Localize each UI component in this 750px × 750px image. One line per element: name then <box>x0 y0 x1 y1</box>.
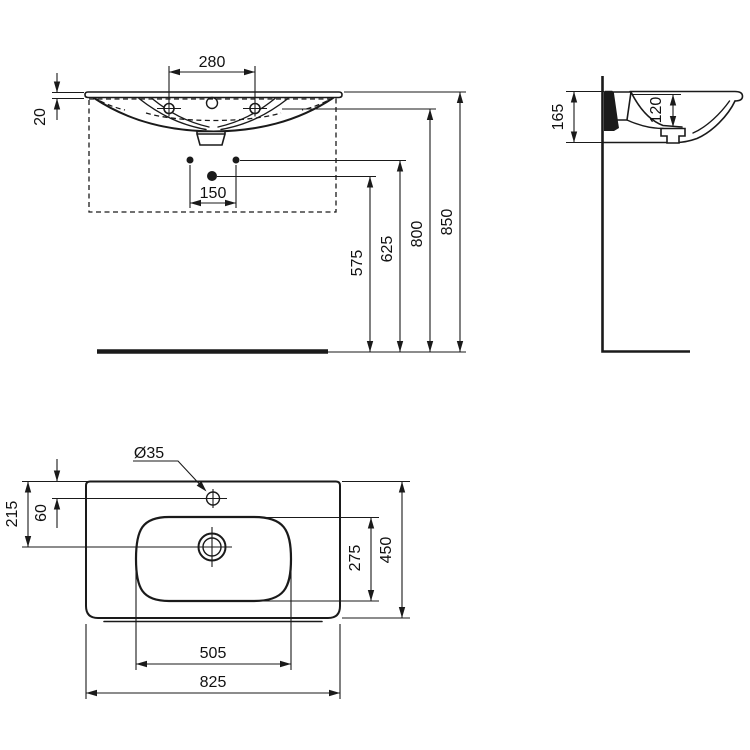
plan-view: Ø35 215 60 275 <box>4 445 410 699</box>
bowl-outer-silhouette <box>93 97 334 133</box>
dimension-tap-spacing: 280 <box>168 54 256 101</box>
tap-hole-left-symbol <box>157 101 181 117</box>
bowl-wall-left-inner <box>151 97 210 128</box>
tap-hole-right-symbol <box>243 101 267 117</box>
basin-rim-front <box>84 91 343 99</box>
waste-trap-point <box>207 171 217 181</box>
dim-275-label: 275 <box>347 545 364 572</box>
dimension-trap-height: 575 <box>217 175 376 352</box>
rim-deck-front <box>629 90 744 102</box>
bowl-plan-outline <box>134 515 293 603</box>
back-wall-section <box>604 91 619 131</box>
side-section-view: 165 120 <box>550 76 744 353</box>
dimension-outlet-height: 625 <box>240 159 406 352</box>
dim-120-label: 120 <box>648 97 665 124</box>
rim-hidden-right <box>301 100 328 111</box>
dim-165-label: 165 <box>550 104 567 131</box>
dim-35-label: Ø35 <box>134 445 164 462</box>
front-outer-shell <box>602 100 736 144</box>
dimension-bowl-front-back: 275 <box>262 516 379 602</box>
wall-and-floor-line <box>601 76 690 353</box>
dim-825-label: 825 <box>200 674 227 691</box>
tap-hole-plan-symbol <box>199 489 227 508</box>
dimension-overall-width: 825 <box>85 624 341 699</box>
dimension-drain-setback: 215 <box>4 480 192 548</box>
dim-505-label: 505 <box>200 645 227 662</box>
dimension-bowl-depth: 120 <box>632 93 681 127</box>
bowl-wall-right-outer <box>220 97 289 131</box>
dimension-overall-depth: 165 <box>550 90 662 144</box>
fixing-point-left <box>186 156 194 164</box>
dimension-clearance-height: 800 <box>282 108 436 352</box>
dim-150-label: 150 <box>200 185 227 202</box>
front-inner-shell <box>692 100 731 134</box>
bowl-inner-surface <box>630 91 683 128</box>
dim-575-label: 575 <box>349 250 366 277</box>
dim-280-label: 280 <box>199 54 226 71</box>
dim-625-label: 625 <box>379 236 396 263</box>
dimension-tap-setback: 60 <box>33 459 199 528</box>
basin-plan-outline <box>85 480 341 619</box>
dim-450-label: 450 <box>378 537 395 564</box>
rim-hidden-left <box>99 100 126 111</box>
dim-60-label: 60 <box>33 504 50 522</box>
dim-215-label: 215 <box>4 501 21 528</box>
dimension-overall-front-back: 450 <box>342 480 410 619</box>
front-elevation-view: 280 20 150 575 <box>32 54 466 354</box>
bowl-hidden-rim <box>145 112 282 122</box>
dimension-rim-height: 850 <box>344 91 466 352</box>
tap-hole-channel <box>612 91 632 121</box>
drain-plan-symbol <box>192 527 232 567</box>
dimension-outlet-spacing: 150 <box>189 165 237 208</box>
dim-800-label: 800 <box>409 221 426 248</box>
cabinet-hidden-outline <box>88 98 337 213</box>
dimension-rim-thickness: 20 <box>32 73 84 126</box>
waste-outlet-side <box>660 127 686 144</box>
bowl-wall-right-inner <box>217 97 276 128</box>
dim-850-label: 850 <box>439 209 456 236</box>
dimension-tap-hole-diameter: Ø35 <box>133 445 209 494</box>
dimension-bowl-width: 505 <box>135 566 292 670</box>
dim-20-label: 20 <box>32 108 49 126</box>
fixing-point-right <box>232 156 240 164</box>
overflow-hole-front <box>205 96 219 110</box>
